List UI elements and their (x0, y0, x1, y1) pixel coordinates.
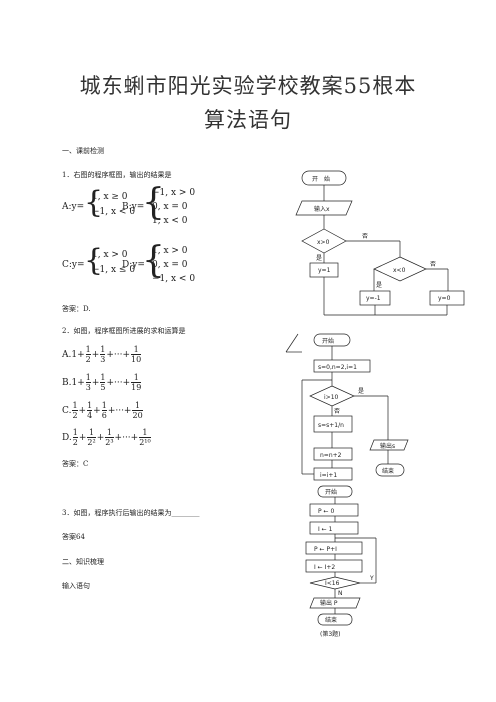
flowchart-2: 开始 s=0,n=2,i=1 i>10 是 否 s=s+1/n 输出s 结束 n… (285, 333, 409, 481)
fc3-end: 结束 (325, 616, 337, 624)
fc1-start: 开 始 (312, 175, 330, 183)
q1-a-case-1: 1, x ≥ 0 (92, 192, 128, 202)
fc1-y3: y=0 (438, 295, 451, 302)
fc3-pp: P ← P+I (314, 546, 337, 553)
fc1-y1: y=1 (318, 267, 331, 274)
fc1-no1: 否 (362, 233, 368, 240)
fc3-n: N (338, 590, 343, 597)
q2-d-prefix: D. (62, 433, 72, 443)
q2-answer: 答案：C (62, 460, 89, 468)
q1-a-case-2: −1, x < 0 (92, 207, 136, 217)
q2-b-prefix: B.1+ (62, 378, 85, 388)
section-heading-2: 二、知识梳理 (62, 558, 104, 566)
fc3-p: P ← 0 (318, 508, 334, 515)
fc1-yes1: 是 (316, 255, 322, 262)
fc2-start: 开始 (322, 337, 334, 345)
q2-b-last-term: 19 (131, 383, 142, 392)
fc3-caption: (第3题) (320, 630, 341, 638)
q1-d-case-2: 0, x = 0 (152, 260, 188, 270)
q3-answer: 答案64 (62, 533, 85, 541)
page-title-line2: 算法语句 (204, 108, 292, 132)
fc1-yes2: 是 (376, 282, 382, 289)
q1-b-case-1: −1, x > 0 (152, 188, 196, 198)
q1-answer: 答案：D. (62, 305, 91, 313)
q3-text: 3．如图，程序执行后输出的结果为________ (62, 509, 200, 517)
fc3-i: I ← 1 (318, 526, 333, 533)
fc2-yes: 是 (358, 388, 364, 395)
q2-a-prefix: A.1+ (62, 350, 85, 360)
q1-b-label: B:y= (122, 202, 145, 212)
fc3-ii: I ← I+2 (314, 564, 335, 571)
fc3-out: 输出 P (320, 599, 338, 607)
q1-d-case-1: 1, x > 0 (152, 246, 188, 256)
fc3-y: Y (369, 575, 374, 582)
input-statement-heading: 输入语句 (62, 582, 90, 590)
flowchart-3: 开始 P ← 0 I ← 1 P ← P+I I ← I+2 I<16 Y N … (305, 485, 377, 638)
fc1-cond1: x>0 (317, 239, 330, 246)
fc1-cond2: x<0 (393, 267, 406, 274)
q1-b-case-3: 1, x < 0 (152, 216, 188, 226)
fc3-cond: I<16 (325, 580, 340, 587)
q1-c-case-1: 1, x > 0 (92, 250, 128, 260)
fc1-input: 输入x (314, 205, 330, 213)
page-title-line1: 城东蜊市阳光实验学校教案55根本 (79, 74, 417, 98)
q1-c-label: C:y= (62, 260, 85, 270)
fc3-start: 开始 (325, 488, 337, 496)
q1-a-label: A:y= (62, 202, 85, 212)
fc2-cond: i>10 (324, 394, 339, 401)
fc1-y2: y=-1 (366, 295, 381, 302)
fc2-no: 否 (334, 408, 340, 415)
fc2-init: s=0,n=2,i=1 (318, 364, 357, 371)
fc2-i: i=i+1 (320, 472, 337, 479)
q2-a-last-term: 10 (131, 355, 142, 364)
fc2-end: 结束 (382, 467, 394, 475)
q1-d-case-3: −1, x < 0 (152, 274, 196, 284)
fc2-out: 输出s (380, 442, 395, 450)
q1-b-case-2: 0, x = 0 (152, 202, 188, 212)
q1-c-case-2: −1, x ≤ 0 (92, 265, 136, 275)
fc2-sum: s=s+1/n (318, 422, 344, 429)
q2-c-prefix: C. (62, 406, 72, 416)
fc1-no2: 否 (430, 261, 436, 268)
q1-d-label: D:y= (122, 260, 145, 270)
flowchart-1: 开 始 输入x x>0 否 是 y=1 x<0 否 是 y=-1 y=0 (295, 170, 465, 316)
q2-text: 2．如图，程序框图所进展的求和运算是 (62, 327, 186, 335)
q2-d-last-term: 2¹⁰ (139, 438, 151, 447)
section-heading-1: 一、课前检测 (62, 147, 104, 155)
q2-c-last-term: 20 (132, 411, 143, 420)
fc2-n: n=n+2 (320, 452, 342, 459)
q1-text: 1．右图的程序框图，输出的结果是 (62, 171, 172, 179)
